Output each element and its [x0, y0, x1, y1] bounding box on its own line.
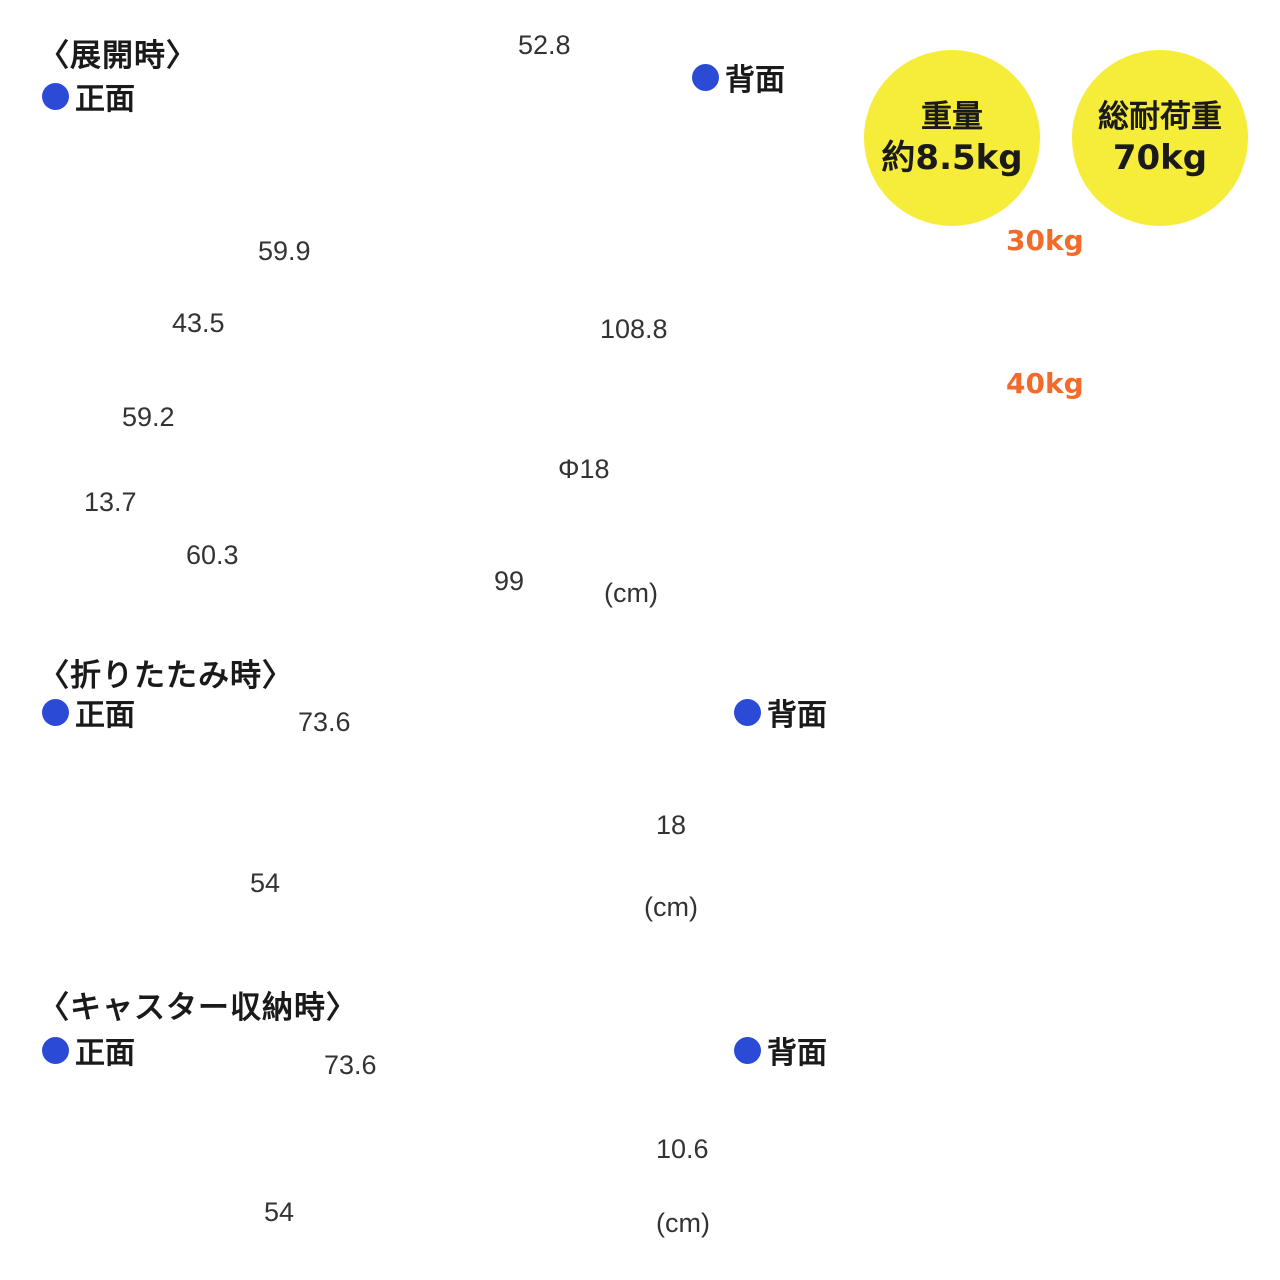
capacity-value: 70kg — [1112, 138, 1208, 178]
folded-back-cart — [804, 692, 1201, 900]
caster-stored-back-cart — [822, 1058, 1192, 1223]
dim-unit-folded: (cm) — [644, 892, 698, 922]
view-label-text: 背面 — [767, 698, 827, 733]
dim-caster-width: 54 — [264, 1197, 295, 1227]
view-label-text: 背面 — [725, 63, 785, 98]
weight-badge: 重量 約8.5kg — [864, 50, 1040, 226]
bullet-dot-icon — [734, 1036, 761, 1064]
bullet-dot-icon — [692, 63, 719, 91]
view-label-back-folded: 背面 — [734, 690, 827, 734]
dim-total-length: 99 — [494, 566, 525, 596]
dim-base-depth: 60.3 — [186, 540, 239, 570]
dim-folded-length: 73.6 — [298, 707, 351, 737]
dim-unit-caster: (cm) — [656, 1208, 710, 1238]
view-label-front-deployed: 正面 — [42, 74, 135, 118]
dim-caster-length: 73.6 — [324, 1050, 377, 1080]
upper-load-label: 30kg — [1006, 224, 1084, 257]
view-label-text: 背面 — [767, 1036, 827, 1071]
bullet-dot-icon — [42, 82, 69, 110]
weight-label: 重量 — [921, 99, 983, 135]
dim-unit-deployed: (cm) — [604, 578, 658, 608]
dim-base-height: 13.7 — [84, 487, 137, 517]
dim-folded-width: 54 — [250, 868, 281, 898]
view-label-back-deployed: 背面 — [692, 55, 785, 99]
dimension-lines — [155, 21, 641, 621]
dim-folded-height: 18 — [656, 810, 687, 840]
view-label-text: 正面 — [75, 698, 135, 733]
bullet-dot-icon — [42, 1036, 69, 1064]
view-label-back-caster: 背面 — [734, 1028, 827, 1072]
weight-value: 約8.5kg — [881, 138, 1023, 178]
dim-wheel-diameter: Φ18 — [558, 454, 610, 484]
view-label-text: 正面 — [75, 1036, 135, 1071]
view-label-text: 正面 — [75, 82, 135, 117]
section-title-caster-stored: 〈キャスター収納時〉 — [38, 990, 358, 1026]
deployed-front-cart — [155, 21, 641, 621]
lower-load-label: 40kg — [1006, 367, 1084, 400]
dim-upper-tray-depth: 43.5 — [172, 308, 225, 338]
dim-tray-spacing: 59.2 — [122, 402, 175, 432]
bullet-dot-icon — [42, 698, 69, 726]
bullet-dot-icon — [734, 698, 761, 726]
view-label-front-folded: 正面 — [42, 690, 135, 734]
section-title-folded: 〈折りたたみ時〉 — [38, 658, 294, 694]
view-label-front-caster: 正面 — [42, 1028, 135, 1072]
dim-total-height: 108.8 — [600, 314, 668, 344]
dim-caster-height: 10.6 — [656, 1134, 709, 1164]
capacity-label: 総耐荷重 — [1098, 99, 1222, 135]
dim-handle-width: 52.8 — [518, 30, 571, 60]
section-title-deployed: 〈展開時〉 — [38, 38, 198, 74]
capacity-badge: 総耐荷重 70kg — [1072, 50, 1248, 226]
dim-upper-tray-width: 59.9 — [258, 236, 311, 266]
